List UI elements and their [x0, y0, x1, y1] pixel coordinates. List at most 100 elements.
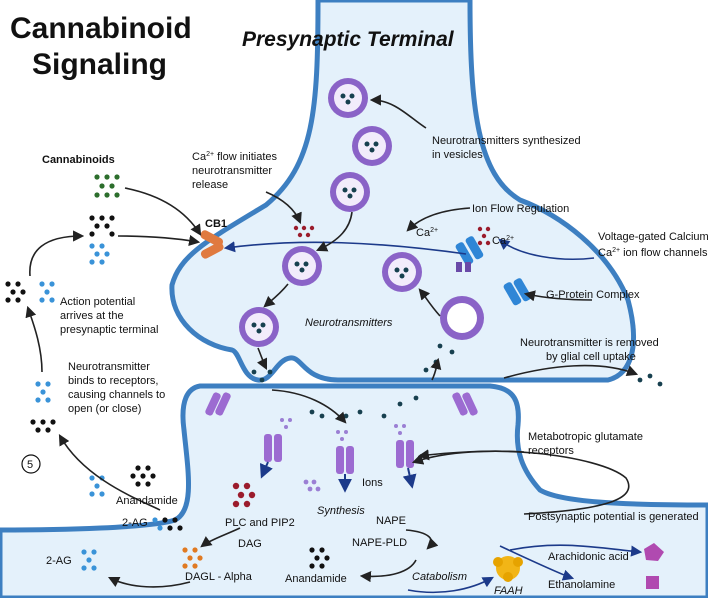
membrane-receptor-right — [452, 392, 478, 416]
ca-flow-rest: flow initiates — [214, 151, 277, 163]
terminal-title: Presynaptic Terminal — [242, 28, 455, 51]
label-anandamide-upper: Anandamide — [116, 495, 178, 507]
label-ca-flow-line2: neurotransmitter — [192, 165, 272, 177]
label-binds-line2: binds to receptors, — [68, 375, 159, 387]
orange-dots-dag — [182, 547, 203, 569]
vesicle-4 — [282, 246, 322, 286]
vg-sup: 2+ — [612, 247, 620, 254]
label-ap-line3: presynaptic terminal — [60, 324, 158, 336]
empty-vesicle — [440, 296, 484, 340]
membrane-dots-2ag — [152, 517, 183, 531]
arrow-vg-channel — [498, 238, 595, 260]
label-nape-pld: NAPE-PLD — [352, 537, 407, 549]
label-ca-flow-line3: release — [192, 179, 228, 191]
vg-rest: ion flow channels — [620, 247, 708, 259]
step-number: 5 — [27, 459, 33, 471]
label-vg-line2: Ca2+ ion flow channels — [598, 247, 708, 259]
arrow-vesicle6-to-cleft — [256, 347, 268, 371]
postsynaptic-membrane — [0, 383, 708, 598]
label-removed-line1: Neurotransmitter is removed — [520, 337, 659, 349]
cb1-receptor — [200, 230, 224, 259]
blue-dots-low — [89, 475, 105, 497]
label-cb1: CB1 — [205, 218, 227, 230]
arrow-postsynaptic — [411, 450, 630, 515]
receptor-ions — [336, 446, 354, 493]
black-dots-left — [5, 281, 26, 303]
arrow-plc-to-dag — [200, 527, 241, 548]
blue-dots-2ag-lower — [81, 549, 97, 571]
vesicle-1 — [328, 78, 368, 118]
black-dots-top — [89, 215, 115, 237]
label-synthesized-line1: Neurotransmitters synthesized — [432, 135, 581, 147]
arrow-dagl-to-2ag — [107, 576, 191, 588]
red-dots-plc — [232, 482, 256, 508]
cannabinoid-dots — [94, 174, 120, 198]
arrow-empty-to-vesicle5 — [418, 288, 441, 317]
arrow-vesicle3-to-4 — [315, 211, 353, 252]
label-ca-left: Ca2+ — [416, 227, 438, 239]
black-dots-mid — [30, 419, 56, 433]
step-number-circle — [21, 454, 41, 474]
label-dag: DAG — [238, 538, 262, 550]
arrow-nape — [405, 529, 439, 550]
ca-right-text: Ca — [492, 235, 507, 247]
arrow-dots-cb1 — [117, 234, 201, 246]
ca-flow-ca: Ca — [192, 151, 207, 163]
red-dots-channel — [477, 226, 491, 246]
label-2ag-upper: 2-AG — [122, 517, 148, 529]
label-postsynaptic: Postsynaptic potential is generated — [528, 511, 699, 523]
arachidonic-acid-icon — [644, 543, 664, 561]
label-metabotropic-line1: Metabotropic glutamate — [528, 431, 643, 443]
arrow-synthesized — [369, 94, 427, 129]
label-ca-flow-line1: Ca2+ flow initiates — [192, 151, 278, 163]
black-dots-anandamide-lower — [309, 547, 330, 569]
label-plc: PLC and PIP2 — [225, 517, 295, 529]
label-arachidonic: Arachidonic acid — [548, 551, 629, 563]
arrow-nape-pld-anandamide — [359, 559, 417, 583]
arrow-vesicle4-to-6 — [263, 283, 289, 308]
arrow-loop-anandamide — [58, 434, 161, 511]
label-binds-line1: Neurotransmitter — [68, 361, 150, 373]
label-nape: NAPE — [376, 515, 406, 527]
label-g-protein: G-Protein Complex — [546, 289, 640, 301]
ca-left-sup: 2+ — [430, 227, 438, 234]
label-cannabinoids: Cannabinoids — [42, 154, 115, 166]
label-catabolism: Catabolism — [412, 571, 467, 583]
label-synthesis: Synthesis — [317, 505, 365, 517]
arrow-cleft-to-receptors — [271, 389, 347, 424]
arrow-g-protein — [523, 290, 593, 302]
title-line-1: Cannabinoid — [10, 12, 192, 45]
ca-left-text: Ca — [416, 227, 431, 239]
vesicle-3 — [330, 172, 370, 212]
arrow-calcium-to-cb1 — [223, 241, 467, 255]
label-ion-flow: Ion Flow Regulation — [472, 203, 569, 215]
blue-dots-mid — [35, 381, 51, 403]
arrow-faah-ethanolamine — [499, 545, 575, 581]
label-binds-line3: causing channels to — [68, 389, 165, 401]
label-removed-line2: by glial cell uptake — [546, 351, 636, 363]
blue-dots-top — [89, 243, 110, 265]
label-synthesized-line2: in vesicles — [432, 149, 483, 161]
faah-enzyme — [493, 556, 523, 582]
label-binds-line4: open (or close) — [68, 403, 141, 415]
ca-flow-sup: 2+ — [206, 151, 214, 158]
label-2ag-lower: 2-AG — [46, 555, 72, 567]
arrow-loop-left-up — [29, 230, 85, 277]
label-ions: Ions — [362, 477, 383, 489]
arrow-catabolism-faah — [407, 576, 494, 594]
label-neurotransmitters: Neurotransmitters — [305, 317, 393, 329]
label-anandamide-lower: Anandamide — [285, 573, 347, 585]
arrow-reuptake — [430, 357, 442, 381]
black-dots-anandamide — [130, 465, 156, 487]
membrane-receptor-left — [205, 392, 231, 416]
red-dots-release — [293, 225, 315, 238]
arrow-ca-flow-release — [265, 191, 302, 225]
vesicle-5 — [382, 252, 422, 292]
arrow-ion-flow — [406, 207, 471, 232]
arrows — [25, 94, 643, 594]
label-faah: FAAH — [494, 585, 523, 597]
purple-dots-receptors — [280, 418, 406, 492]
arrow-removed-glial — [503, 364, 639, 379]
